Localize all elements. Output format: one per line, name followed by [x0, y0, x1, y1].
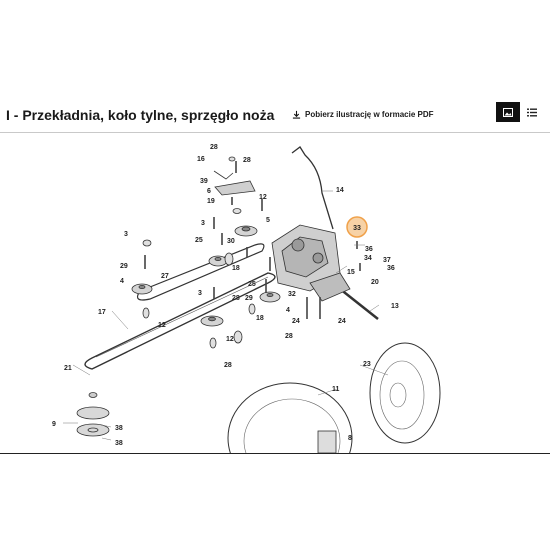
download-icon — [292, 110, 301, 119]
parts-diagram: 33 28 16 28 39 6 12 19 3 5 25 — [0, 132, 550, 454]
part-label: 12 — [226, 336, 234, 343]
part-label: 12 — [158, 322, 166, 329]
part-label: 3 — [201, 220, 205, 227]
part-label: 4 — [120, 278, 124, 285]
part-label: 36 — [387, 265, 395, 272]
part-label: 29 — [245, 295, 253, 302]
part-label: 9 — [52, 421, 56, 428]
part-label: 17 — [98, 309, 106, 316]
part-label: 25 — [195, 237, 203, 244]
part-label: 12 — [259, 194, 267, 201]
part-label: 3 — [198, 290, 202, 297]
part-label: 20 — [371, 279, 379, 286]
download-pdf-link[interactable]: Pobierz ilustrację w formacie PDF — [292, 110, 433, 119]
page-title: I - Przekładnia, koło tylne, sprzęgło no… — [6, 107, 275, 123]
part-label: 4 — [286, 307, 290, 314]
part-label: 3 — [124, 231, 128, 238]
part-label: 25 — [248, 281, 256, 288]
part-label: 6 — [207, 188, 211, 195]
part-label: 39 — [200, 178, 208, 185]
part-label: 28 — [243, 157, 251, 164]
part-label: 29 — [120, 263, 128, 270]
part-label: 19 — [207, 198, 215, 205]
part-label: 15 — [347, 269, 355, 276]
highlighted-part-marker — [346, 216, 368, 238]
part-label: 18 — [256, 315, 264, 322]
part-label: 21 — [64, 365, 72, 372]
part-label: 16 — [197, 156, 205, 163]
part-label: 27 — [161, 273, 169, 280]
part-label: 30 — [227, 238, 235, 245]
parts-illustration: 33 28 16 28 39 6 12 19 3 5 25 — [52, 144, 441, 453]
part-labels: 28 16 28 39 6 12 19 3 5 25 30 3 29 27 4 … — [52, 144, 399, 447]
part-label: 34 — [364, 255, 372, 262]
part-label: 18 — [232, 265, 240, 272]
part-label: 14 — [336, 187, 344, 194]
part-label: 28 — [232, 295, 240, 302]
download-pdf-label: Pobierz ilustrację w formacie PDF — [305, 110, 434, 119]
part-label: 28 — [285, 333, 293, 340]
part-label: 32 — [288, 291, 296, 298]
list-view-icon — [527, 108, 537, 116]
part-label: 13 — [391, 303, 399, 310]
view-toggle — [496, 102, 546, 122]
part-label: 5 — [266, 217, 270, 224]
part-label: 36 — [365, 246, 373, 253]
image-view-icon — [503, 107, 513, 117]
list-view-button[interactable] — [520, 102, 544, 122]
part-label: 37 — [383, 257, 391, 264]
part-label: 28 — [224, 362, 232, 369]
highlighted-part-label: 33 — [353, 225, 361, 232]
part-label: 24 — [338, 318, 346, 325]
image-view-button[interactable] — [496, 102, 520, 122]
part-label: 28 — [210, 144, 218, 151]
part-label: 24 — [292, 318, 300, 325]
part-label: 38 — [115, 425, 123, 432]
part-label: 23 — [363, 361, 371, 368]
part-label: 8 — [348, 435, 352, 442]
part-label: 11 — [332, 386, 340, 393]
page-header: I - Przekładnia, koło tylne, sprzęgło no… — [0, 98, 550, 128]
part-label: 38 — [115, 440, 123, 447]
